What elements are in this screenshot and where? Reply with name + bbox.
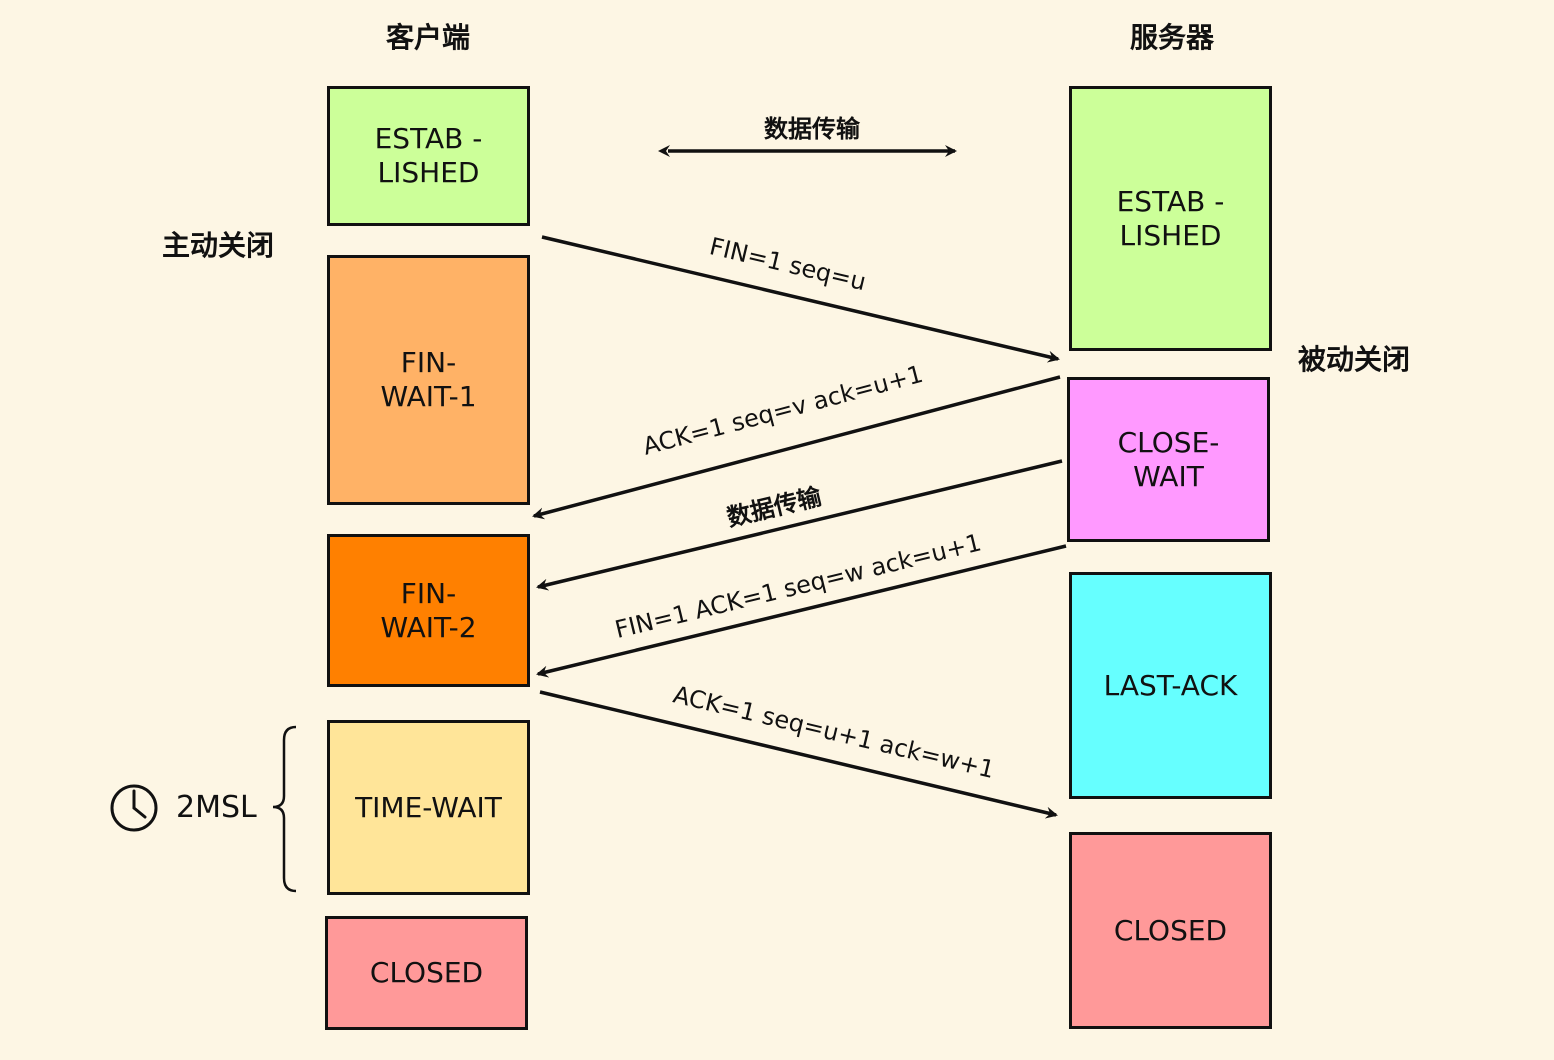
- time-wait-brace: [272, 725, 297, 893]
- fin-ack-label: FIN=1 ACK=1 seq=w ack=u+1: [612, 528, 984, 644]
- clock-icon: [110, 784, 158, 832]
- active-close-label: 主动关闭: [162, 229, 275, 262]
- data-transfer-label: 数据传输: [764, 115, 861, 143]
- client-state-time-wait: TIME-WAIT: [327, 720, 530, 895]
- ack-arrow: [532, 375, 1061, 520]
- server-data-transfer-label: 数据传输: [724, 482, 825, 532]
- client-state-fin-wait-2: FIN- WAIT-2: [327, 534, 530, 687]
- final-ack-arrow: [539, 690, 1058, 819]
- client-header: 客户端: [385, 21, 470, 54]
- server-data-transfer-arrow: [536, 459, 1063, 591]
- server-header: 服务器: [1129, 21, 1214, 54]
- client-state-fin-wait-1: FIN- WAIT-1: [327, 255, 530, 505]
- fin-ack-arrow: [536, 544, 1067, 678]
- server-state-established: ESTAB - LISHED: [1069, 86, 1272, 351]
- server-state-closed: CLOSED: [1069, 832, 1272, 1029]
- client-state-established: ESTAB - LISHED: [327, 86, 530, 226]
- ack-label: ACK=1 seq=v ack=u+1: [640, 360, 926, 461]
- fin-arrow: [541, 235, 1060, 363]
- server-state-close-wait: CLOSE- WAIT: [1067, 377, 1270, 542]
- server-state-last-ack: LAST-ACK: [1069, 572, 1272, 799]
- fin-label: FIN=1 seq=u: [707, 232, 869, 296]
- timer-label: 2MSL: [176, 790, 257, 825]
- final-ack-label: ACK=1 seq=u+1 ack=w+1: [670, 680, 997, 784]
- client-state-closed: CLOSED: [325, 916, 528, 1030]
- passive-close-label: 被动关闭: [1298, 343, 1411, 376]
